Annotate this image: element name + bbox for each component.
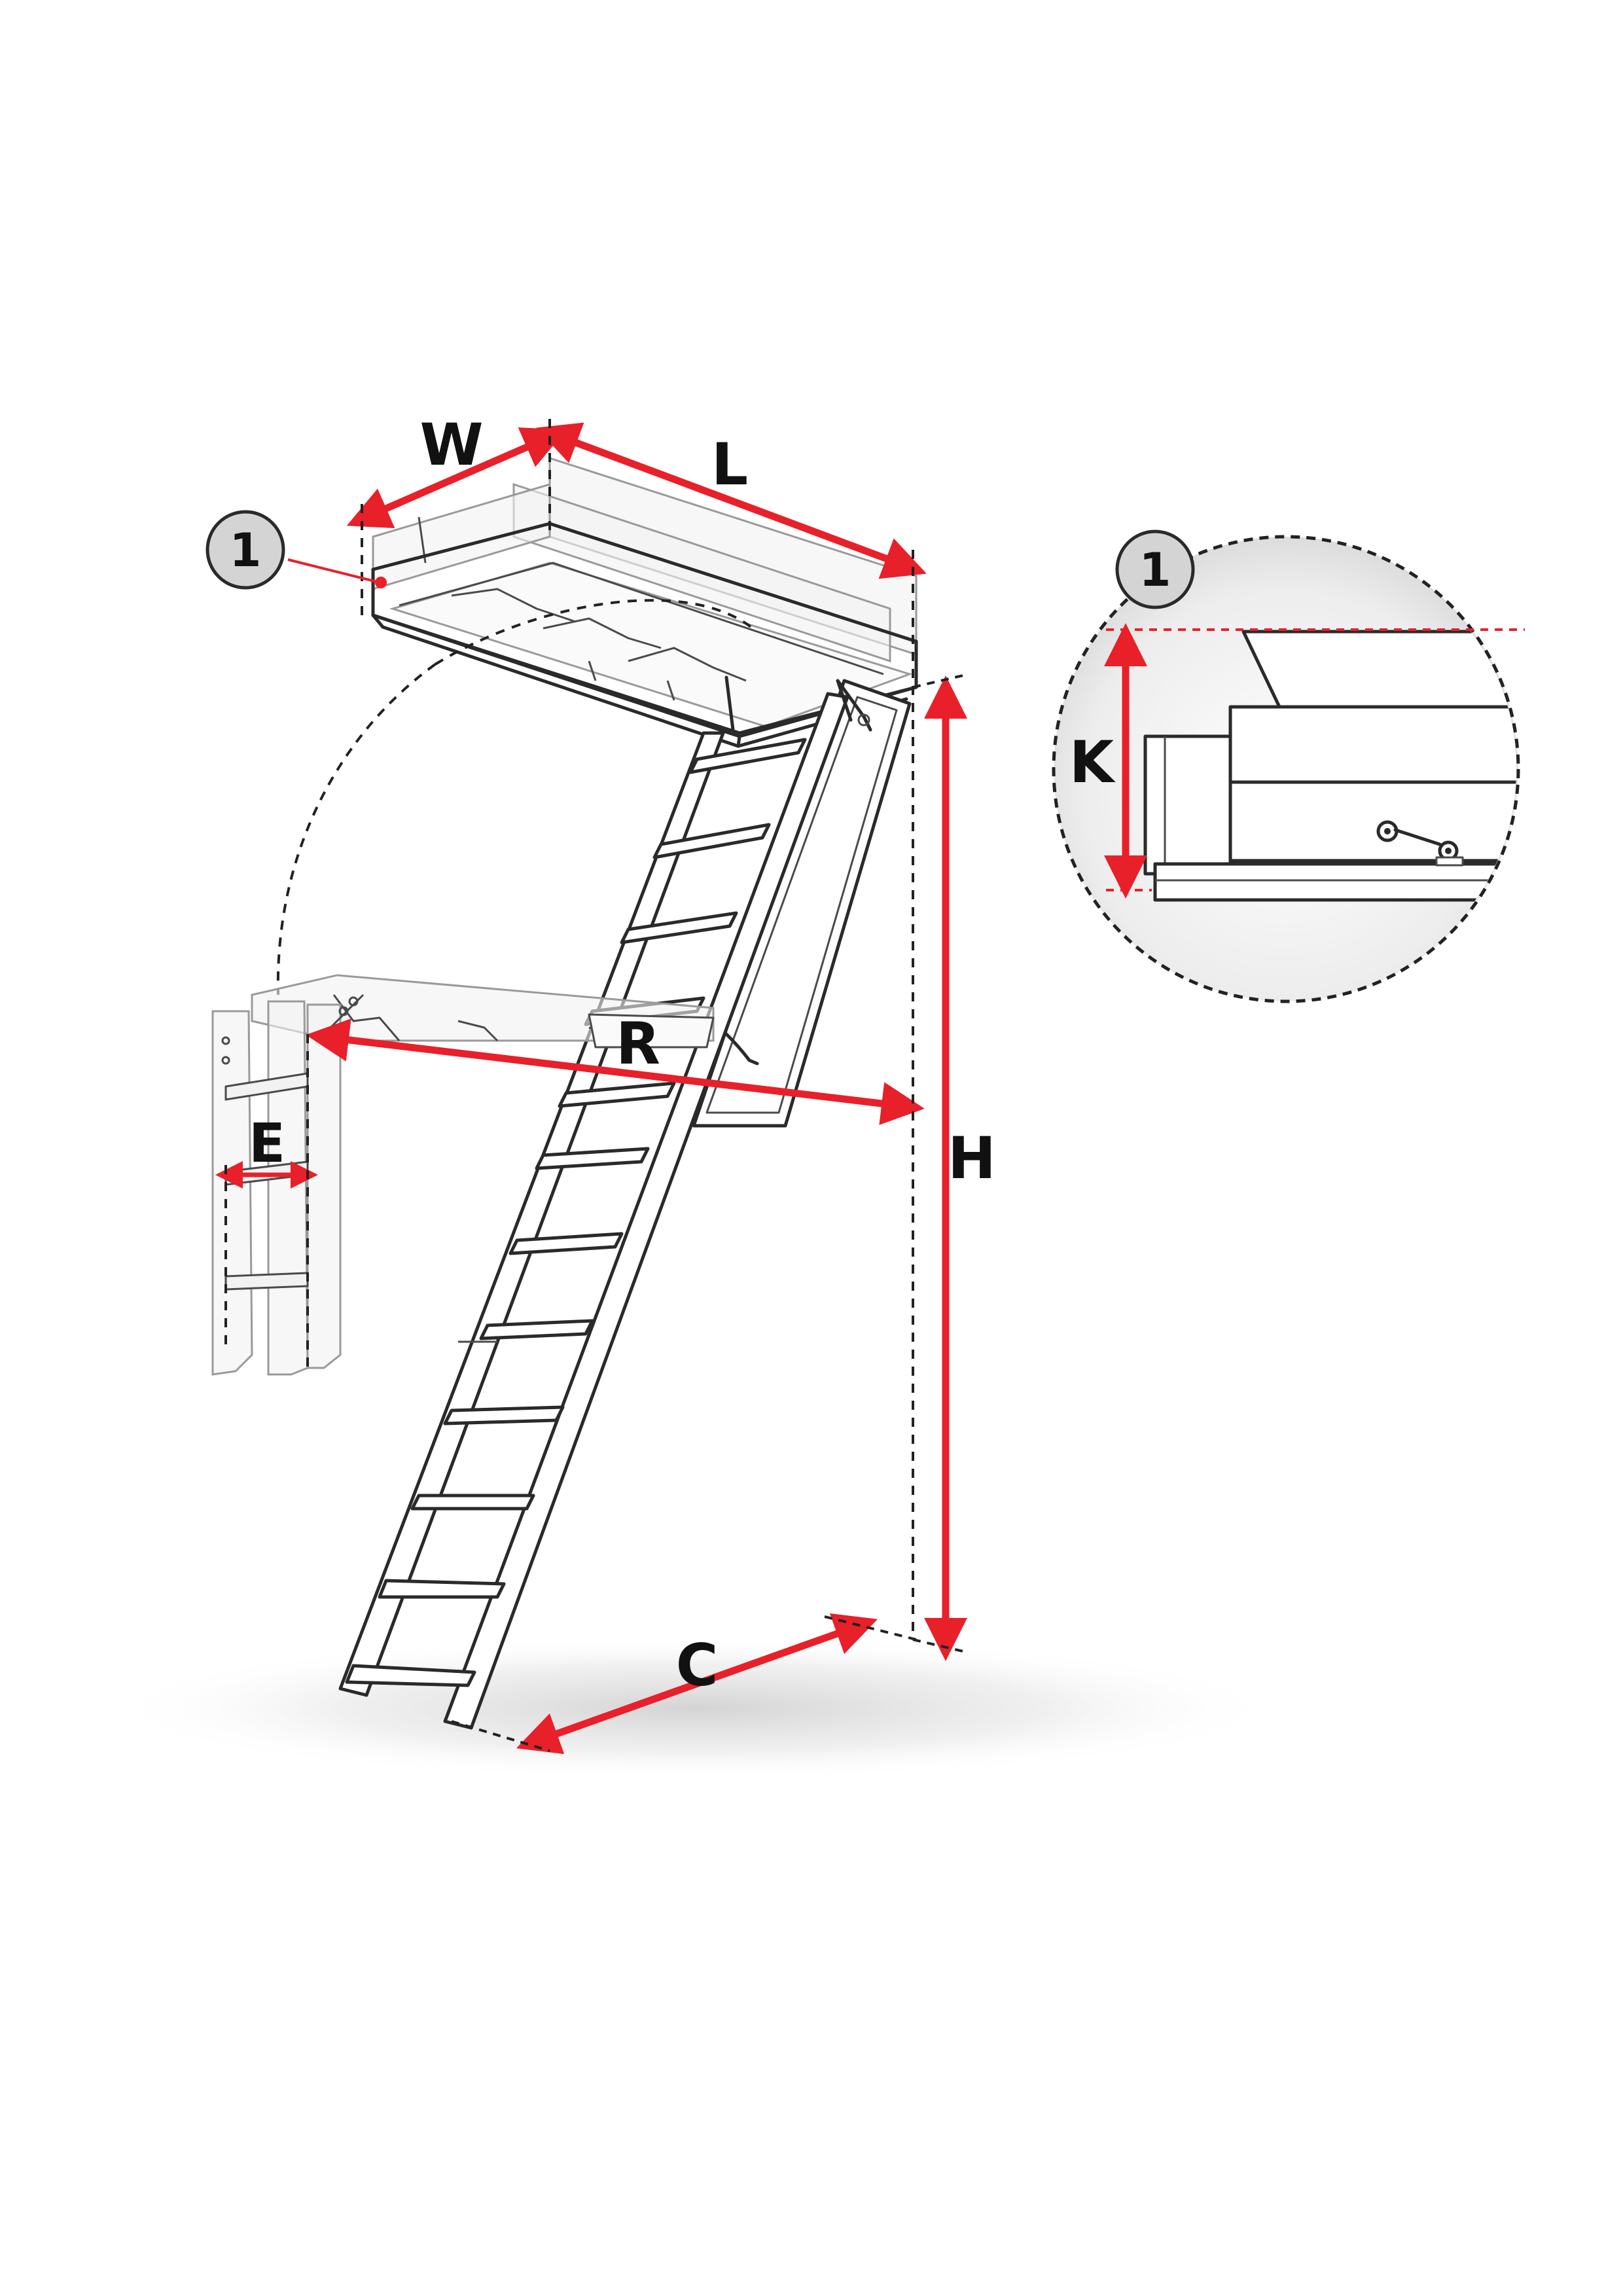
label-h: H — [948, 1124, 996, 1192]
label-c: C — [676, 1632, 719, 1699]
svg-text:1: 1 — [230, 524, 262, 577]
dim-r — [306, 1018, 925, 1125]
ext-h-bottom — [912, 1638, 969, 1654]
swing-arc — [276, 599, 754, 996]
label-e: E — [249, 1113, 285, 1175]
ladder — [338, 675, 912, 1730]
label-k: K — [1069, 728, 1116, 796]
ext-c-left — [451, 1720, 550, 1752]
label-r: R — [616, 1010, 660, 1077]
ext-c-right — [824, 1615, 917, 1641]
label-w: W — [419, 411, 483, 478]
detail-view: K 1 — [1052, 529, 1525, 1003]
label-l: L — [711, 431, 748, 498]
ext-h-top — [912, 673, 969, 689]
callout-badge-detail-number: 1 — [1139, 543, 1171, 597]
dimension-lines — [215, 422, 969, 1754]
ladder-treads — [345, 738, 807, 1687]
callout-badge-main: 1 — [205, 510, 387, 590]
callout-badge-detail — [1115, 529, 1195, 609]
dim-c — [516, 1613, 878, 1754]
dim-l — [536, 422, 927, 579]
dim-w — [346, 427, 567, 529]
